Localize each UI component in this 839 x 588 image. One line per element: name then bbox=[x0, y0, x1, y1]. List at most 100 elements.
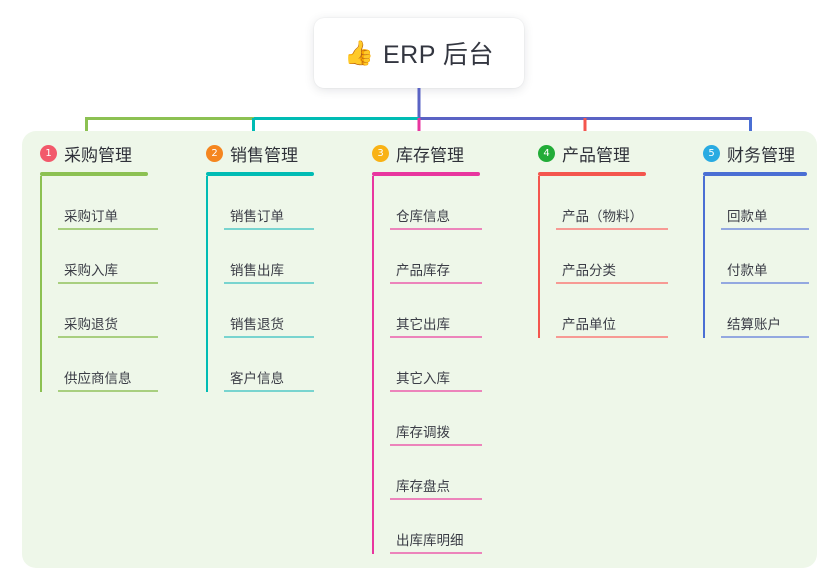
column-产品管理: 4 产品管理产品（物料） 产品分类产品单位 bbox=[538, 140, 668, 338]
leaf-underline bbox=[556, 282, 668, 284]
leaf-underline bbox=[224, 390, 314, 392]
leaf-underline bbox=[721, 336, 809, 338]
leaf-label: 出库库明细 bbox=[396, 533, 464, 548]
leaf-underline bbox=[390, 282, 482, 284]
column-underline bbox=[40, 172, 148, 176]
leaf-underline bbox=[390, 444, 482, 446]
column-title: 产品管理 bbox=[562, 145, 630, 165]
leaf-underline bbox=[390, 228, 482, 230]
branch-spine bbox=[372, 176, 374, 554]
leaf-label: 其它入库 bbox=[396, 371, 450, 386]
leaf-node[interactable]: 采购订单 bbox=[58, 176, 158, 230]
leaf-label: 销售订单 bbox=[230, 209, 284, 224]
leaf-label: 库存调拨 bbox=[396, 425, 450, 440]
thumbs-up-icon: 👍 bbox=[344, 39, 374, 67]
leaf-label: 仓库信息 bbox=[396, 209, 450, 224]
column-index-badge: 2 bbox=[206, 144, 223, 162]
leaf-label: 采购入库 bbox=[64, 263, 118, 278]
leaf-underline bbox=[58, 390, 158, 392]
leaf-label: 采购退货 bbox=[64, 317, 118, 332]
leaf-node[interactable]: 仓库信息 bbox=[390, 176, 482, 230]
branch-group: 销售订单销售出库销售退货客户信息 bbox=[206, 176, 314, 392]
leaf-node[interactable]: 回款单 bbox=[721, 176, 809, 230]
column-header[interactable]: 2 销售管理 bbox=[206, 140, 314, 166]
leaf-label: 销售退货 bbox=[230, 317, 284, 332]
leaf-node[interactable]: 采购退货 bbox=[58, 284, 158, 338]
leaf-node[interactable]: 出库库明细 bbox=[390, 500, 482, 554]
leaf-underline bbox=[58, 228, 158, 230]
branch-group: 产品（物料） 产品分类产品单位 bbox=[538, 176, 668, 338]
leaf-node[interactable]: 供应商信息 bbox=[58, 338, 158, 392]
column-underline bbox=[538, 172, 646, 176]
leaf-underline bbox=[390, 498, 482, 500]
leaf-label: 回款单 bbox=[727, 209, 768, 224]
column-header[interactable]: 4 产品管理 bbox=[538, 140, 649, 166]
leaf-underline bbox=[224, 228, 314, 230]
leaf-underline bbox=[224, 282, 314, 284]
leaf-node[interactable]: 采购入库 bbox=[58, 230, 158, 284]
leaf-label: 付款单 bbox=[727, 263, 768, 278]
leaf-underline bbox=[556, 228, 668, 230]
leaf-node[interactable]: 库存调拨 bbox=[390, 392, 482, 446]
leaf-node[interactable]: 产品单位 bbox=[556, 284, 668, 338]
branch-spine bbox=[40, 176, 42, 392]
leaf-node[interactable]: 库存盘点 bbox=[390, 446, 482, 500]
leaf-label: 产品库存 bbox=[396, 263, 450, 278]
column-title: 财务管理 bbox=[727, 145, 795, 165]
root-node[interactable]: 👍 ERP 后台 bbox=[314, 18, 524, 88]
leaf-node[interactable]: 产品分类 bbox=[556, 230, 668, 284]
leaf-label: 库存盘点 bbox=[396, 479, 450, 494]
leaf-underline bbox=[721, 228, 809, 230]
branch-group: 回款单付款单结算账户 bbox=[703, 176, 809, 338]
leaf-label: 客户信息 bbox=[230, 371, 284, 386]
leaf-label: 供应商信息 bbox=[64, 371, 132, 386]
branch-spine bbox=[206, 176, 208, 392]
column-title: 销售管理 bbox=[230, 145, 298, 165]
leaf-label: 结算账户 bbox=[727, 317, 781, 332]
root-title: ERP 后台 bbox=[382, 41, 494, 69]
column-title: 采购管理 bbox=[64, 145, 132, 165]
leaf-label: 销售出库 bbox=[230, 263, 284, 278]
branch-group: 采购订单采购入库采购退货供应商信息 bbox=[40, 176, 158, 392]
branch-spine bbox=[703, 176, 705, 338]
leaf-label: 其它出库 bbox=[396, 317, 450, 332]
column-销售管理: 2 销售管理销售订单销售出库销售退货客户信息 bbox=[206, 140, 314, 392]
leaf-underline bbox=[58, 282, 158, 284]
column-index-badge: 3 bbox=[372, 144, 389, 162]
leaf-node[interactable]: 其它出库 bbox=[390, 284, 482, 338]
leaf-node[interactable]: 销售订单 bbox=[224, 176, 314, 230]
leaf-underline bbox=[390, 390, 482, 392]
leaf-node[interactable]: 其它入库 bbox=[390, 338, 482, 392]
leaf-underline bbox=[721, 282, 809, 284]
leaf-underline bbox=[556, 336, 668, 338]
leaf-label: 产品分类 bbox=[562, 263, 616, 278]
column-underline bbox=[206, 172, 314, 176]
leaf-node[interactable]: 产品库存 bbox=[390, 230, 482, 284]
leaf-node[interactable]: 付款单 bbox=[721, 230, 809, 284]
leaf-underline bbox=[224, 336, 314, 338]
leaf-underline bbox=[390, 336, 482, 338]
leaf-underline bbox=[58, 336, 158, 338]
leaf-underline bbox=[390, 552, 482, 554]
leaf-node[interactable]: 客户信息 bbox=[224, 338, 314, 392]
branch-group: 仓库信息产品库存其它出库其它入库库存调拨库存盘点出库库明细 bbox=[372, 176, 482, 554]
branch-spine bbox=[538, 176, 540, 338]
leaf-node[interactable]: 结算账户 bbox=[721, 284, 809, 338]
leaf-label: 采购订单 bbox=[64, 209, 118, 224]
diagram-panel bbox=[22, 131, 817, 568]
leaf-node[interactable]: 产品（物料） bbox=[556, 176, 668, 230]
column-underline bbox=[703, 172, 807, 176]
column-header[interactable]: 5 财务管理 bbox=[703, 140, 807, 166]
column-index-badge: 5 bbox=[703, 144, 720, 162]
leaf-node[interactable]: 销售出库 bbox=[224, 230, 314, 284]
column-underline bbox=[372, 172, 480, 176]
leaf-label: 产品（物料） bbox=[562, 209, 643, 224]
column-财务管理: 5 财务管理回款单付款单结算账户 bbox=[703, 140, 809, 338]
leaf-node[interactable]: 销售退货 bbox=[224, 284, 314, 338]
column-index-badge: 4 bbox=[538, 144, 555, 162]
